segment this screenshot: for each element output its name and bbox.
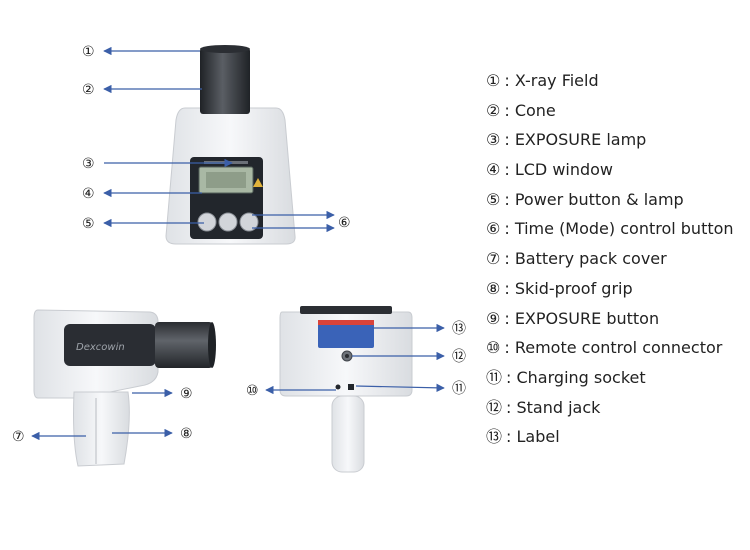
time-button[interactable]: [239, 212, 259, 232]
legend-num: ⑧: [486, 278, 501, 298]
front-cone-rim: [200, 45, 250, 53]
legend-num: ⑬: [486, 427, 503, 447]
legend-item-9: ⑨: EXPOSURE button: [486, 304, 748, 334]
front-view: [165, 45, 296, 245]
legend-text: : Label: [506, 427, 560, 447]
legend-item-8: ⑧: Skid-proof grip: [486, 274, 748, 304]
callout-number-8: ⑧: [180, 426, 193, 442]
legend-item-10: ⑩: Remote control connector: [486, 333, 748, 363]
legend-text: : EXPOSURE button: [504, 308, 660, 328]
callout-number-7: ⑦: [12, 429, 25, 445]
side-cone: [155, 322, 213, 368]
legend-text: : Stand jack: [506, 397, 601, 417]
legend-text: : Power button & lamp: [504, 189, 684, 209]
legend-text: : Cone: [504, 100, 556, 120]
stand-jack-hole: [345, 354, 349, 358]
legend-num: ⑨: [486, 308, 501, 328]
legend-num: ①: [486, 71, 501, 90]
legend-item-2: ②: Cone: [486, 96, 748, 126]
remote-connector[interactable]: [335, 384, 341, 390]
side-cone-rim: [208, 322, 216, 368]
device-brand-text: Dexcowin: [76, 342, 125, 353]
parts-legend: ①: X-ray Field ②: Cone ③: EXPOSURE lamp …: [486, 66, 748, 452]
back-top-strip: [300, 306, 392, 314]
side-black-panel: [64, 324, 156, 366]
legend-item-11: ⑪: Charging socket: [486, 363, 748, 393]
back-handle[interactable]: [331, 395, 365, 473]
back-label-stripe: [318, 320, 374, 325]
back-view: [279, 306, 413, 473]
legend-text: : EXPOSURE lamp: [504, 130, 647, 150]
callout-number-6: ⑥: [338, 215, 351, 231]
back-label-plate: [318, 320, 374, 348]
side-handle[interactable]: [73, 391, 130, 467]
callout-number-2: ②: [82, 82, 95, 98]
legend-text: : Remote control connector: [504, 338, 723, 358]
callout-number-13: ⑬: [452, 321, 466, 337]
legend-num: ⑪: [486, 367, 503, 387]
legend-text: : LCD window: [504, 160, 614, 180]
legend-num: ⑥: [486, 219, 501, 239]
front-cone: [200, 48, 250, 114]
legend-item-5: ⑤: Power button & lamp: [486, 185, 748, 215]
legend-num: ⑩: [486, 338, 501, 358]
legend-item-4: ④: LCD window: [486, 155, 748, 185]
legend-num: ⑫: [486, 397, 503, 417]
callout-number-4: ④: [82, 186, 95, 202]
side-view: Dexcowin: [33, 309, 216, 467]
lcd-digits: [206, 172, 246, 188]
legend-num: ⑦: [486, 249, 501, 269]
legend-num: ②: [486, 100, 501, 120]
callout-number-11: ⑪: [452, 381, 466, 397]
callout-number-3: ③: [82, 156, 95, 172]
legend-text: : X-ray Field: [504, 71, 599, 90]
callout-number-9: ⑨: [180, 386, 193, 402]
legend-item-3: ③: EXPOSURE lamp: [486, 125, 748, 155]
callout-number-12: ⑫: [452, 349, 466, 365]
radiation-warning-icon: [253, 178, 263, 187]
arrow-11: [355, 383, 445, 393]
mode-button[interactable]: [218, 212, 238, 232]
legend-item-1: ①: X-ray Field: [486, 66, 748, 96]
legend-item-7: ⑦: Battery pack cover: [486, 244, 748, 274]
callout-number-5: ⑤: [82, 216, 95, 232]
legend-item-13: ⑬: Label: [486, 422, 748, 452]
callout-number-1: ①: [82, 44, 95, 60]
legend-text: : Time (Mode) control button: [504, 219, 734, 239]
callout-numbers: ① ② ③ ④ ⑤ ⑥ ⑦ ⑧ ⑨ ⑩ ⑪ ⑫ ⑬: [12, 44, 466, 445]
legend-item-12: ⑫: Stand jack: [486, 393, 748, 423]
power-button[interactable]: [197, 212, 217, 232]
callouts: [31, 46, 445, 441]
charging-socket[interactable]: [348, 384, 354, 390]
legend-text: : Battery pack cover: [504, 249, 667, 269]
legend-text: : Skid-proof grip: [504, 278, 633, 298]
legend-num: ④: [486, 160, 501, 180]
legend-num: ③: [486, 130, 501, 150]
callout-number-10: ⑩: [246, 383, 259, 399]
legend-text: : Charging socket: [506, 367, 646, 387]
legend-num: ⑤: [486, 189, 501, 209]
legend-item-6: ⑥: Time (Mode) control button: [486, 214, 748, 244]
